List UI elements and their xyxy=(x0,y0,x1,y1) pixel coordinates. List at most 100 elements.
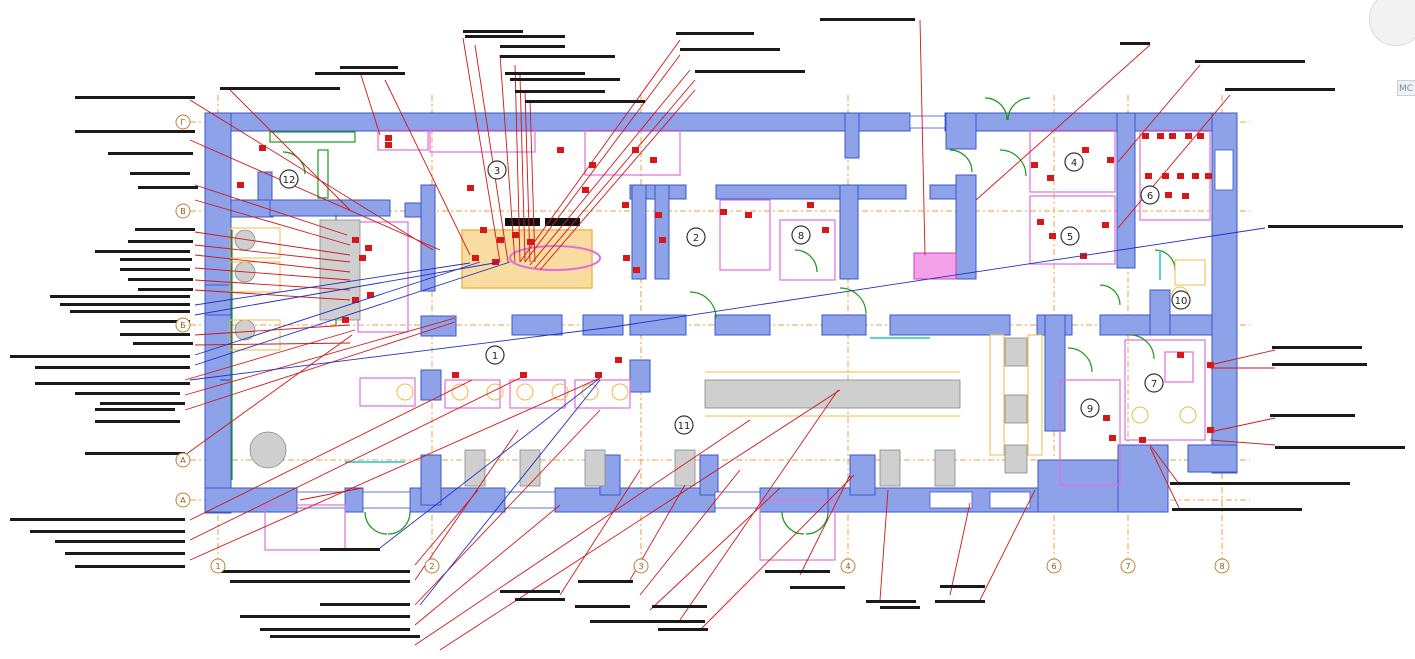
equipment-marker xyxy=(492,259,499,265)
room-marker-4: 4 xyxy=(1064,152,1084,172)
leader-line xyxy=(1117,94,1231,229)
leader-line xyxy=(699,474,855,631)
leader-line xyxy=(462,37,501,263)
equipment-marker xyxy=(1169,133,1176,139)
room-number: 4 xyxy=(1071,158,1077,169)
callout-text xyxy=(515,90,605,93)
callout-text xyxy=(128,278,193,281)
leader-line xyxy=(194,279,351,291)
room-marker-9: 9 xyxy=(1080,398,1100,418)
leader-line xyxy=(359,71,381,136)
callout-text xyxy=(652,605,707,608)
callout-text xyxy=(75,130,195,133)
callout-text xyxy=(500,590,560,593)
leader-line xyxy=(194,184,348,236)
equipment-marker xyxy=(1109,435,1116,441)
leader-line xyxy=(439,389,841,651)
equipment-marker xyxy=(1047,175,1054,181)
equipment-marker xyxy=(557,147,564,153)
room-number: 1 xyxy=(492,351,498,362)
axis-marker-letter: Б xyxy=(175,317,191,333)
axis-label: Г xyxy=(181,118,186,127)
leader-line xyxy=(184,321,456,411)
callout-text xyxy=(1195,60,1305,63)
callout-text xyxy=(120,333,190,336)
leader-line xyxy=(799,474,851,576)
callout-text xyxy=(138,288,193,291)
leader-line xyxy=(979,489,1036,601)
blue-leader-line xyxy=(194,262,471,306)
callout-text xyxy=(676,32,754,35)
equipment-marker xyxy=(659,237,666,243)
leader-line xyxy=(184,334,353,456)
room-marker-7: 7 xyxy=(1144,373,1164,393)
equipment-marker xyxy=(1142,133,1149,139)
equipment-marker xyxy=(650,157,657,163)
leader-line xyxy=(189,377,521,541)
room-number: 10 xyxy=(1175,296,1188,307)
room-marker-5: 5 xyxy=(1060,226,1080,246)
viewer-corner-button[interactable] xyxy=(1369,0,1415,46)
equipment-marker xyxy=(1165,192,1172,198)
leader-line xyxy=(524,89,531,263)
windows xyxy=(296,115,1234,509)
callout-text xyxy=(320,548,380,551)
room-number: 6 xyxy=(1147,191,1153,202)
callout-text xyxy=(1225,88,1335,91)
equipment-marker xyxy=(352,237,359,243)
equipment-marker xyxy=(1177,352,1184,358)
callout-text xyxy=(880,606,920,609)
equipment-marker xyxy=(497,237,504,243)
leader-line xyxy=(1209,349,1276,366)
callout-text xyxy=(790,586,845,589)
equipment-marker xyxy=(520,372,527,378)
callout-text xyxy=(515,598,565,601)
callout-text xyxy=(35,366,190,369)
axis-label: 2 xyxy=(429,562,434,571)
callout-text xyxy=(135,228,195,231)
callout-text xyxy=(65,552,185,555)
callout-text xyxy=(1170,482,1350,485)
callout-text xyxy=(935,600,985,603)
equipment-marker xyxy=(745,212,752,218)
leader-line xyxy=(189,377,601,561)
axis-marker-letter: В xyxy=(175,203,191,219)
leader-line xyxy=(679,389,839,621)
callout-text xyxy=(50,295,190,298)
axis-marker-6: 6 xyxy=(1046,558,1062,574)
equipment-marker xyxy=(237,182,244,188)
leader-line xyxy=(189,379,473,521)
blue-leader-line xyxy=(194,261,511,366)
callout-text xyxy=(315,72,405,75)
callout-text xyxy=(866,600,916,603)
callout-text xyxy=(220,570,410,573)
callout-text xyxy=(340,66,398,69)
callout-text xyxy=(525,100,645,103)
callout-text xyxy=(658,628,708,631)
leader-line xyxy=(299,487,363,501)
equipment-marker xyxy=(365,245,372,251)
leader-line xyxy=(184,317,456,396)
axis-label: 1 xyxy=(215,562,220,571)
equipment-marker xyxy=(385,142,392,148)
leader-line xyxy=(1209,417,1276,433)
leader-line xyxy=(414,504,561,626)
axis-label: 4 xyxy=(845,562,850,571)
equipment-marker xyxy=(385,135,392,141)
equipment-marker xyxy=(807,202,814,208)
callout-text xyxy=(120,268,190,271)
chairs xyxy=(229,227,1206,456)
axis-label: Б xyxy=(180,321,186,330)
callout-text xyxy=(138,186,198,189)
equipment-marker xyxy=(633,267,640,273)
callout-text xyxy=(940,585,985,588)
walls xyxy=(204,112,1238,514)
viewer-side-chip[interactable]: MC xyxy=(1397,80,1415,96)
leader-line xyxy=(414,419,751,646)
leader-line xyxy=(194,199,351,246)
room-number: 7 xyxy=(1151,379,1157,390)
equipment-marker xyxy=(822,227,829,233)
equipment-marker xyxy=(1031,162,1038,168)
callout-text xyxy=(240,615,410,618)
